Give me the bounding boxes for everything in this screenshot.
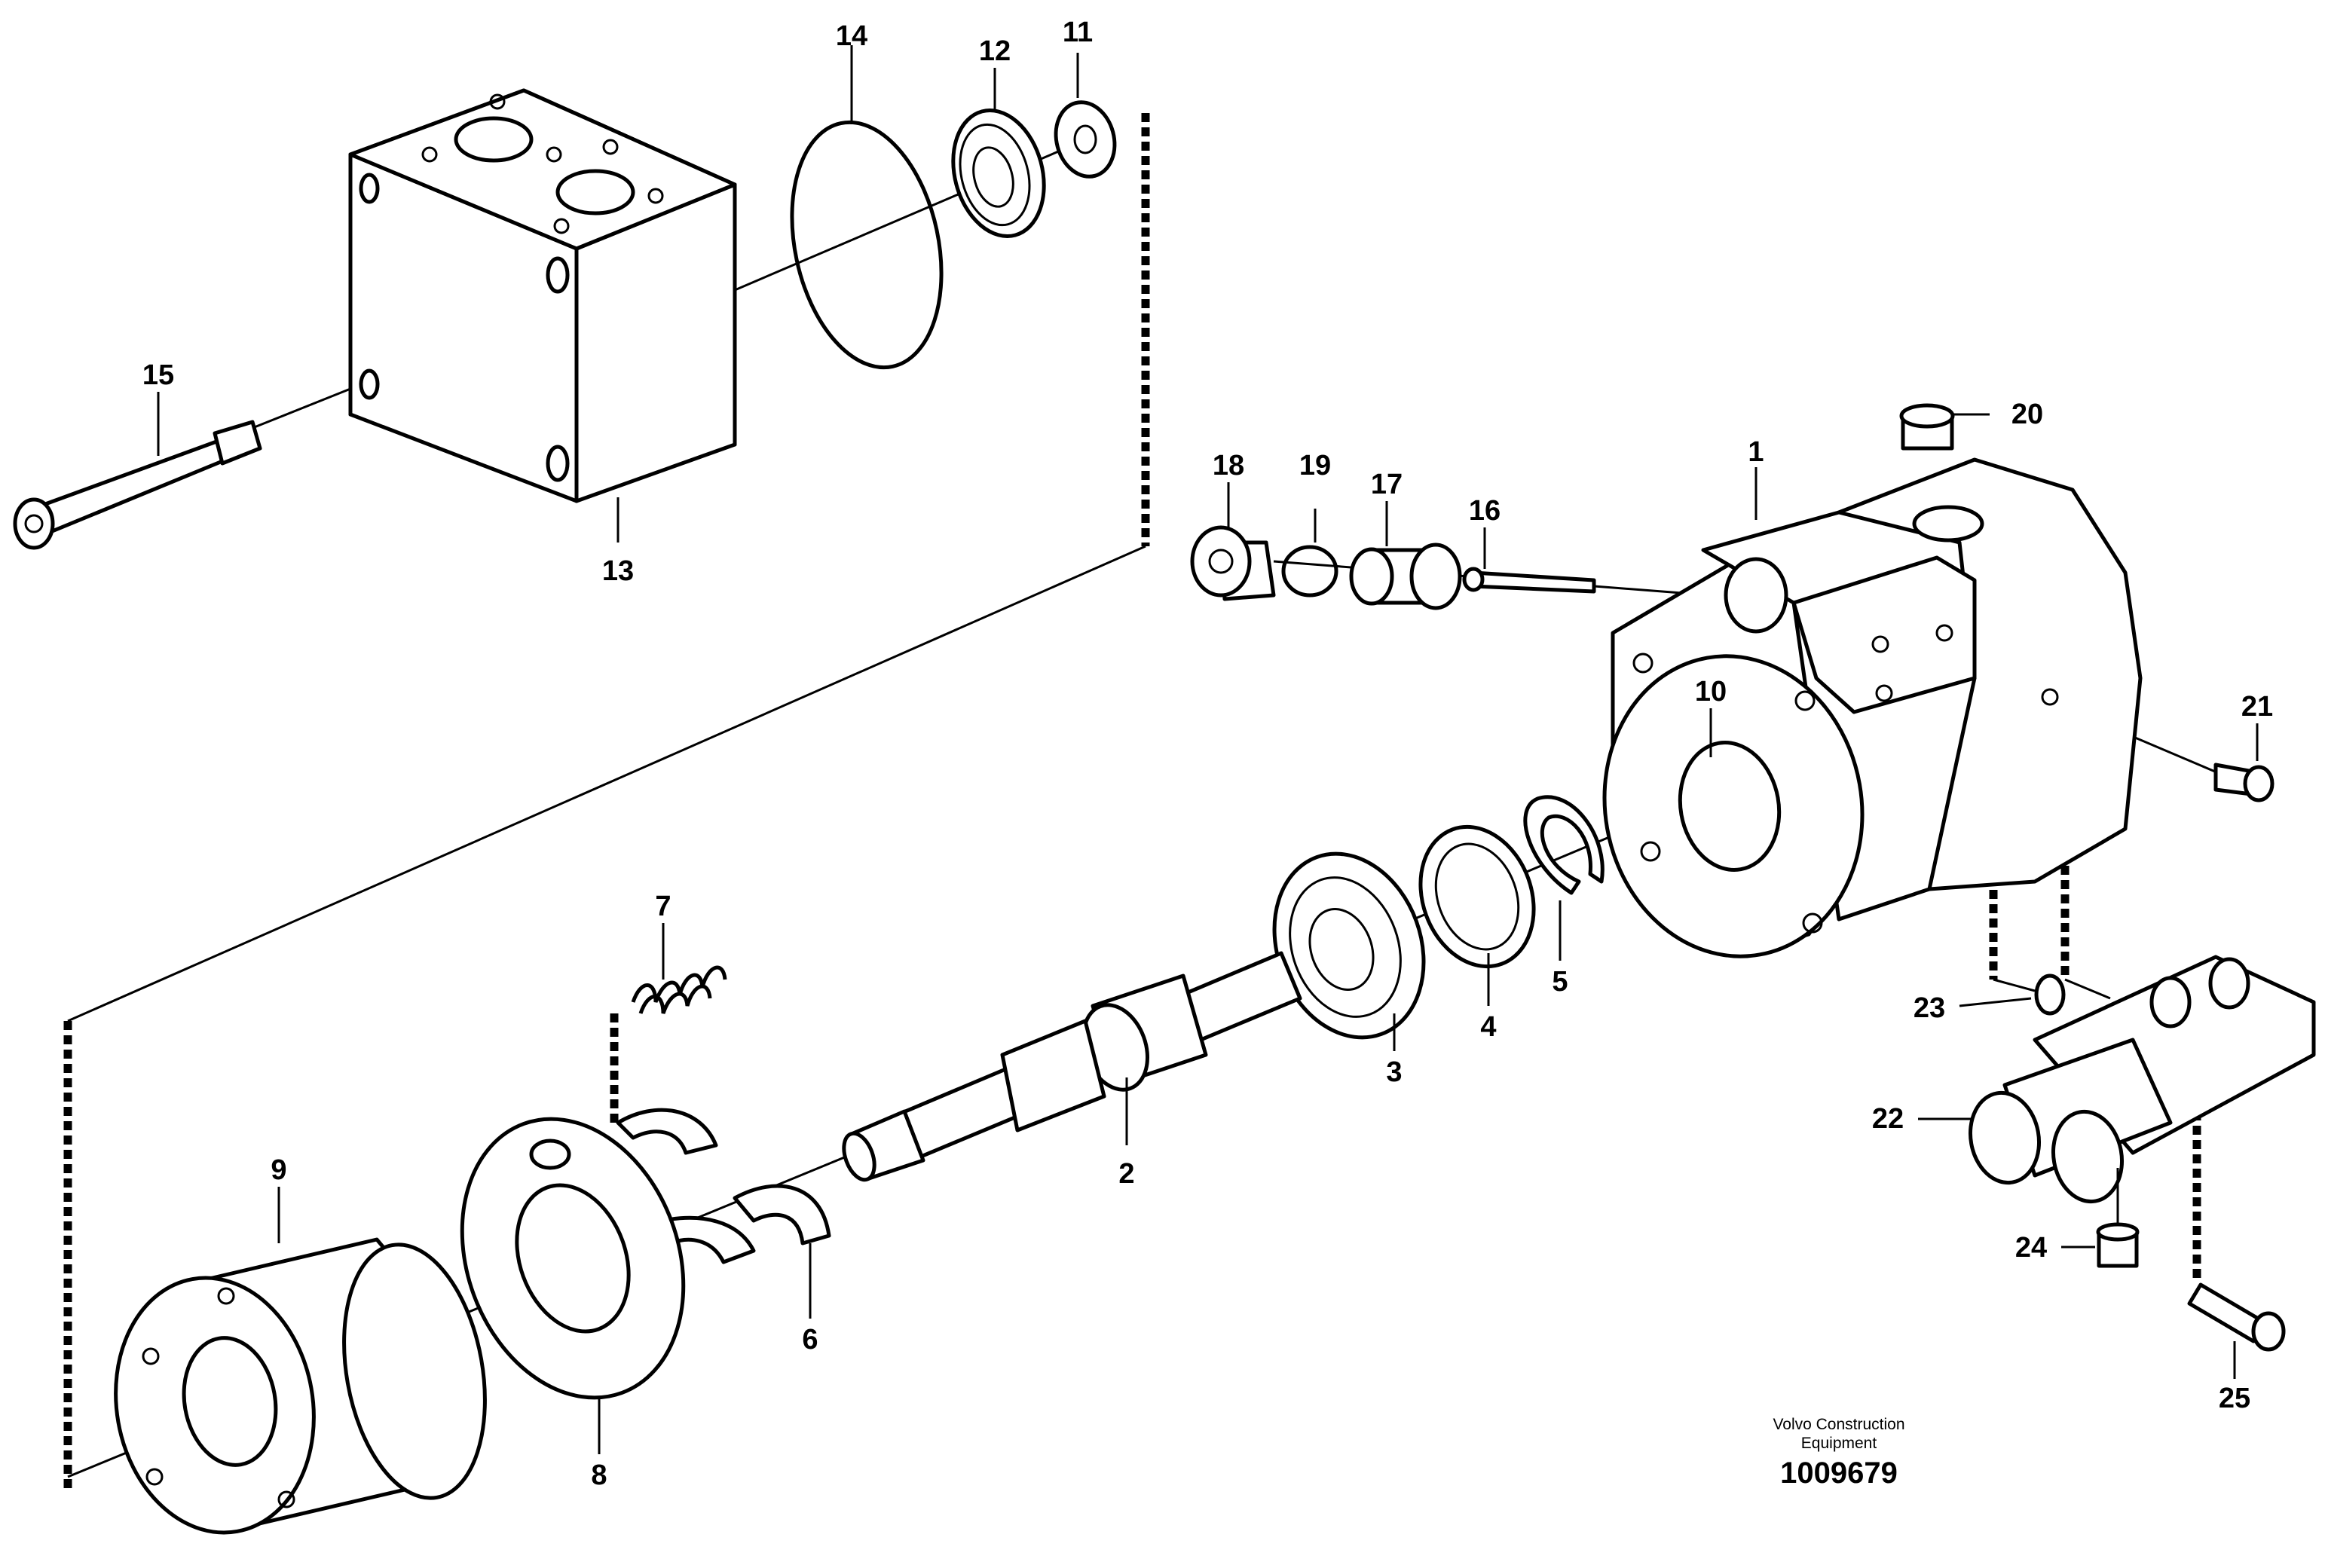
callout-19: 19 xyxy=(1299,450,1331,481)
callout-2: 2 xyxy=(1118,1158,1134,1190)
plug-part-20 xyxy=(1899,403,1955,451)
screw-part-21 xyxy=(2213,763,2275,802)
callout-23: 23 xyxy=(1914,992,1945,1024)
callout-22: 22 xyxy=(1872,1103,1904,1135)
spring-part-7 xyxy=(631,965,727,1014)
o-ring-part-23 xyxy=(2034,974,2066,1016)
pump-housing-part-1 xyxy=(1602,457,2143,958)
swash-plate-part-8 xyxy=(460,1117,686,1400)
callout-16: 16 xyxy=(1469,495,1501,527)
callout-12: 12 xyxy=(979,35,1011,67)
callout-4: 4 xyxy=(1480,1011,1496,1043)
pin-part-16 xyxy=(1462,567,1596,594)
callout-20: 20 xyxy=(2011,399,2043,430)
plug-part-24 xyxy=(2096,1222,2140,1268)
snap-ring-part-5 xyxy=(1523,795,1605,895)
callout-14: 14 xyxy=(836,20,867,52)
credit-line-2: Equipment xyxy=(1801,1435,1877,1452)
valve-block-part-13 xyxy=(348,88,737,503)
o-ring-part-14 xyxy=(790,120,944,370)
callout-10: 10 xyxy=(1695,676,1727,708)
callout-7: 7 xyxy=(655,891,671,922)
callout-9: 9 xyxy=(271,1154,286,1186)
bolt-part-15 xyxy=(13,420,262,550)
credit-line-1: Volvo Construction xyxy=(1773,1416,1904,1433)
callout-13: 13 xyxy=(602,555,634,587)
callout-15: 15 xyxy=(142,359,174,391)
callout-25: 25 xyxy=(2219,1383,2250,1414)
piston-part-17 xyxy=(1349,543,1462,610)
callout-6: 6 xyxy=(802,1324,818,1356)
seal-part-4 xyxy=(1418,824,1536,969)
shaft-part-2 xyxy=(842,951,1302,1182)
callout-labels: 1 2 3 4 5 6 7 8 9 10 11 12 13 14 15 16 1… xyxy=(142,17,2273,1491)
plug-part-18 xyxy=(1190,525,1276,601)
cylinder-barrel-part-9 xyxy=(114,1237,487,1535)
bearing-part-3 xyxy=(1272,851,1426,1040)
solenoid-valve-part-22 xyxy=(1968,955,2316,1204)
washer-part-11 xyxy=(1054,100,1117,179)
document-number: 1009679 xyxy=(1780,1456,1898,1490)
leader-lines xyxy=(157,45,2259,1454)
callout-18: 18 xyxy=(1213,450,1244,481)
callout-1: 1 xyxy=(1748,436,1764,468)
callout-8: 8 xyxy=(591,1459,607,1491)
callout-24: 24 xyxy=(2015,1232,2047,1264)
bolt-part-25 xyxy=(2187,1282,2286,1352)
callout-3: 3 xyxy=(1386,1056,1402,1088)
callout-11: 11 xyxy=(1063,17,1093,48)
half-rings-part-6 xyxy=(616,1108,831,1264)
o-ring-part-19 xyxy=(1281,545,1338,598)
callout-5: 5 xyxy=(1552,966,1568,998)
bearing-part-12 xyxy=(951,109,1046,238)
callout-17: 17 xyxy=(1371,469,1403,500)
drawing-credit: Volvo Construction Equipment 1009679 xyxy=(1773,1416,1904,1490)
callout-21: 21 xyxy=(2241,691,2273,723)
